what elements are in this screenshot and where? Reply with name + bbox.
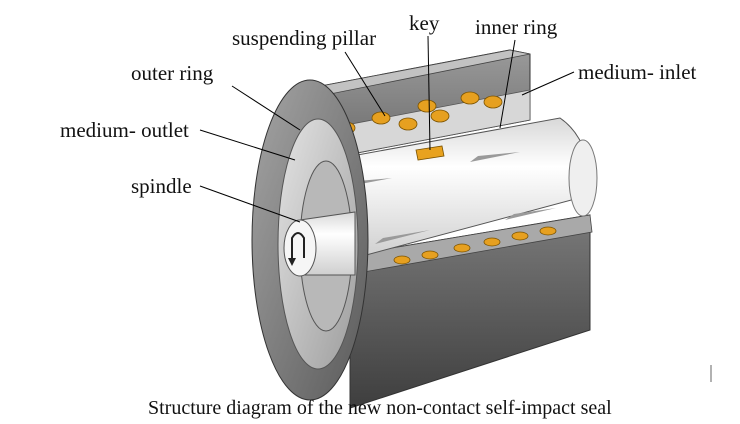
pillar (511, 231, 529, 241)
leader-key (427, 35, 431, 151)
pillar (371, 111, 391, 125)
label-suspending-pillar: suspending pillar (232, 26, 377, 50)
rotation-arrow-icon (291, 232, 305, 262)
pillar (393, 255, 411, 265)
pillar (460, 91, 480, 105)
pillar (453, 243, 471, 253)
key-part (415, 145, 445, 161)
leader-outer-ring (231, 85, 301, 131)
pillar (483, 95, 503, 109)
leader-spindle (199, 185, 301, 223)
label-outer-ring: outer ring (131, 61, 214, 85)
pillar (430, 109, 450, 123)
label-spindle: spindle (131, 174, 192, 198)
leader-suspending-pillar (344, 51, 386, 117)
diagram-caption: Structure diagram of the new non-contact… (148, 397, 612, 419)
leader-medium-inlet (521, 71, 575, 96)
label-key: key (409, 11, 440, 35)
label-medium-inlet: medium- inlet (578, 60, 697, 84)
pillar (398, 117, 418, 131)
suspending-pillars-bottom (393, 226, 557, 265)
front-face (251, 79, 369, 401)
label-medium-outlet: medium- outlet (60, 118, 189, 142)
pillar (539, 226, 557, 236)
pillar (421, 250, 439, 260)
spindle-body (329, 117, 598, 259)
pillar (417, 99, 437, 113)
leader-lines (199, 35, 575, 223)
pillar (483, 237, 501, 247)
label-inner-ring: inner ring (475, 15, 558, 39)
leader-medium-outlet (199, 129, 296, 161)
leader-inner-ring (499, 39, 516, 129)
